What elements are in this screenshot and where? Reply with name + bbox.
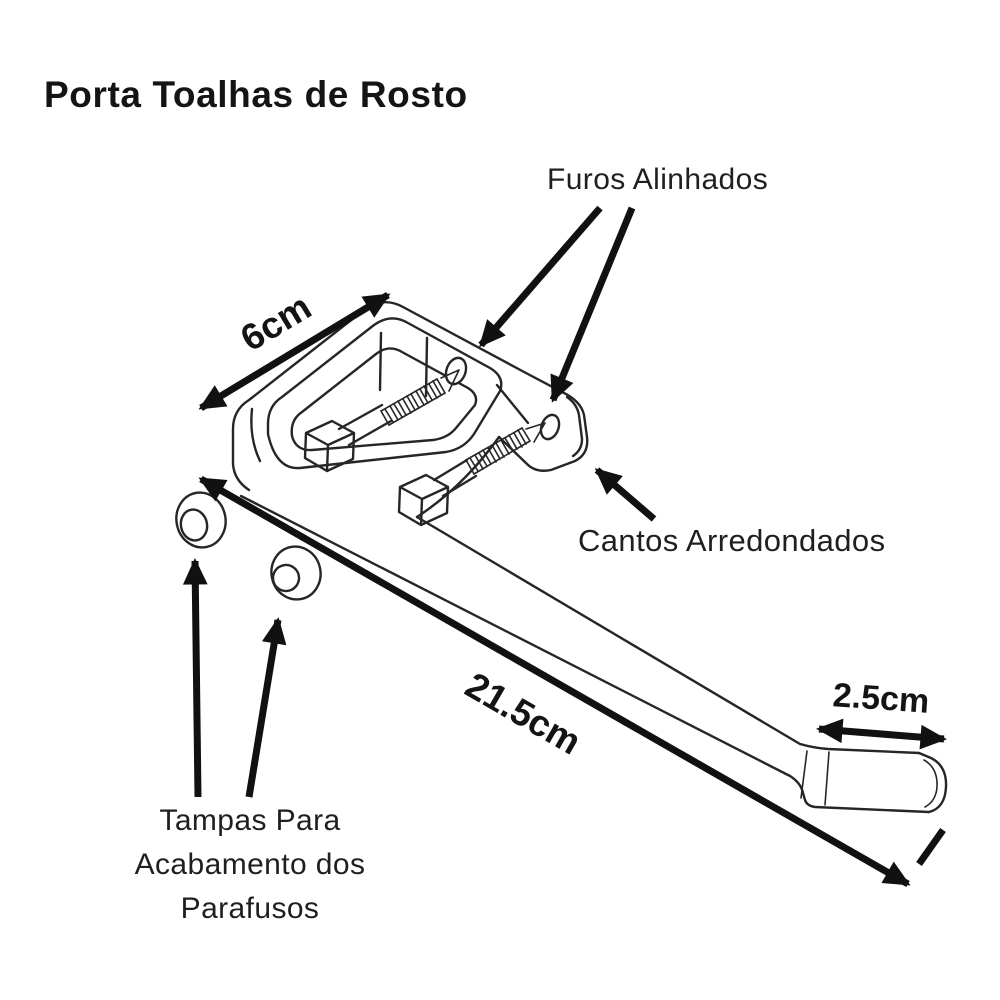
aligned-holes-arrow-1 [478,205,603,348]
flange-outline [497,371,589,472]
dimension-arrow-2-5cm [816,718,947,750]
towel-bar [239,494,948,814]
screw-2-tip [525,422,546,443]
screw-1 [303,369,460,473]
mounting-bracket [231,301,589,519]
dimension-arrows [198,292,947,888]
bar-top-edge [415,515,921,755]
bracket-interior-corner-lines [378,331,429,398]
screw-1-threads [380,378,446,426]
dimension-arrow-21-5cm [198,475,911,888]
dimension-tick-mark [916,827,946,867]
bar-bottom-edge [239,494,931,814]
screw-1-hex-head [303,419,356,473]
aligned-holes-arrow-2 [549,206,636,403]
label-aligned-holes: Furos Alinhados [547,163,769,196]
screw-2-thread-outline [465,427,531,475]
bracket-outer-edge [231,301,528,492]
dimension-arrow-6cm [198,292,391,411]
screw-holes [444,356,561,441]
bar-tip-end-cap [917,751,948,814]
hole-2 [539,413,561,441]
screw-1-shank [337,403,393,447]
screw-2-threads [465,427,531,475]
rounded-corners-arrow [594,467,657,522]
caps-arrow-1 [182,558,208,798]
bracket-wall-inner-edge [495,383,530,425]
screw-1-tip [440,369,460,392]
caps-arrow-2 [245,617,287,798]
bracket-inner-floor-edge [290,347,478,452]
page-title: Porta Toalhas de Rosto [44,74,468,115]
bar-tip-inner-edge [923,759,938,808]
bracket-left-corner-inner-edge [250,407,262,463]
leader-arrows [182,205,657,798]
